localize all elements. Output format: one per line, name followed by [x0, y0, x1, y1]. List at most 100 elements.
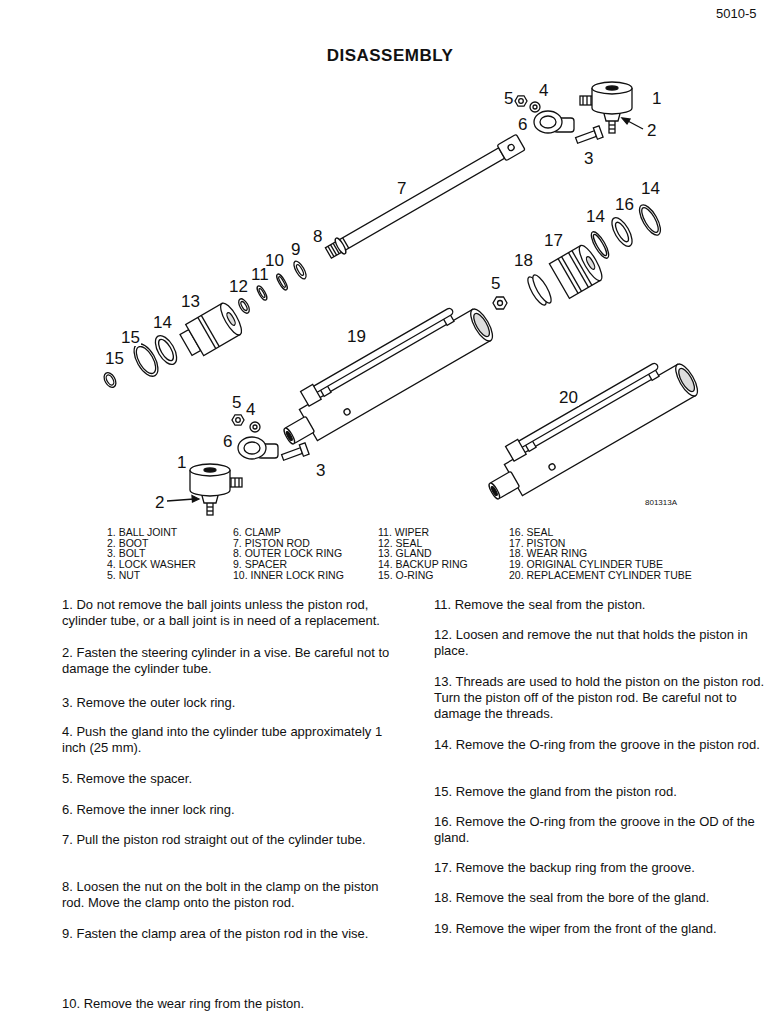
cylinder-tube: [517, 362, 659, 448]
ball-joint: [592, 82, 632, 94]
instruction-step: 10. Remove the wear ring from the piston…: [62, 996, 400, 1012]
piston: [585, 256, 596, 271]
spacer: [292, 259, 309, 280]
lock-washer: [250, 422, 260, 432]
callout-number: 9: [290, 241, 301, 258]
nut: [515, 96, 527, 106]
callout-number: 1: [176, 454, 187, 471]
ball-joint: [609, 124, 615, 125]
instruction-step: 7. Pull the piston rod straight out of t…: [62, 832, 400, 848]
instruction-step: 1. Do not remove the ball joints unless …: [62, 597, 400, 629]
nut: [519, 99, 524, 104]
parts-list-entry: 5. NUT: [107, 570, 140, 581]
gland: [201, 315, 219, 346]
ball-joint: [586, 96, 587, 105]
parts-list-entry: 11. WIPER: [378, 527, 429, 538]
callout-number: 18: [513, 252, 534, 269]
leader-arrow: [192, 496, 199, 503]
o-ring: [132, 344, 159, 377]
cylinder-tube: [282, 427, 296, 446]
clamp: [244, 442, 260, 454]
instruction-step: 14. Remove the O-ring from the groove in…: [434, 737, 772, 753]
instruction-step: 16. Remove the O-ring from the groove in…: [434, 814, 772, 846]
callout-number: 14: [585, 208, 606, 225]
parts-list-entry: 2. BOOT: [107, 538, 148, 549]
ball-joint: [204, 468, 216, 472]
backup-ring: [639, 205, 662, 234]
lock-washer: [253, 425, 257, 429]
bolt: [575, 126, 604, 146]
ball-joint: [207, 510, 213, 511]
callout-number: 13: [180, 293, 201, 310]
exploded-view: [102, 82, 702, 515]
piston-rod: [324, 134, 525, 261]
callout-number: 6: [517, 116, 528, 133]
lock-ring: [278, 276, 287, 288]
page-title: DISASSEMBLY: [0, 46, 780, 66]
cylinder-tube: [467, 306, 497, 344]
piston-rod: [325, 148, 504, 258]
clamp: [534, 111, 562, 133]
gland: [198, 317, 216, 348]
backup-ring: [591, 233, 608, 257]
cylinder-tube: [270, 293, 496, 453]
piston-rod: [333, 237, 347, 256]
backup-ring: [635, 202, 664, 238]
callout-number: 16: [614, 196, 635, 213]
seal: [608, 215, 636, 250]
cylinder-tube: [676, 366, 698, 394]
callout-number: 14: [152, 314, 173, 331]
ball-joint: [606, 86, 618, 90]
callout-number: 4: [245, 401, 256, 418]
instruction-step: 17. Remove the backup ring from the groo…: [434, 860, 772, 876]
nut: [515, 96, 527, 106]
piston-rod: [507, 143, 515, 151]
o-ring: [102, 371, 119, 390]
ball-joint: [207, 502, 213, 515]
callout-number: 2: [646, 122, 657, 139]
ball-joint: [234, 478, 235, 487]
backup-ring: [588, 230, 612, 261]
parts-list-entry: 9. SPACER: [233, 559, 287, 570]
instruction-step: 3. Remove the outer lock ring.: [62, 695, 400, 711]
seal: [613, 220, 631, 243]
cylinder-tube: [471, 311, 493, 339]
instruction-step: 19. Remove the wiper from the front of t…: [434, 921, 772, 937]
wiper: [255, 285, 268, 302]
wear-ring: [525, 273, 555, 308]
cylinder-tube: [475, 348, 701, 508]
parts-list-entry: 15. O-RING: [378, 570, 433, 581]
instruction-step: 8. Loosen the nut on the bolt in the cla…: [62, 879, 400, 911]
callout-number: 4: [538, 82, 549, 99]
nut: [236, 418, 241, 423]
backup-ring: [588, 230, 612, 261]
cylinder-tube: [490, 486, 498, 496]
seal: [608, 215, 636, 250]
callout-number: 6: [222, 433, 233, 450]
instruction-step: 6. Remove the inner lock ring.: [62, 802, 400, 818]
instruction-step: 4. Push the gland into the cylinder tube…: [62, 724, 400, 756]
parts-list-entry: 8. OUTER LOCK RING: [233, 548, 342, 559]
lock-ring: [275, 273, 289, 292]
parts-list-entry: 7. PISTON ROD: [233, 538, 310, 549]
cylinder-tube: [506, 439, 527, 461]
ball-joint: [609, 128, 615, 129]
instruction-step: 11. Remove the seal from the piston.: [434, 597, 772, 613]
leader-arrow: [167, 499, 194, 501]
lock-washer: [530, 102, 540, 112]
backup-ring: [635, 202, 664, 238]
ball-joint: [238, 478, 239, 487]
cylinder-tube: [343, 408, 351, 416]
leader-arrow: [622, 118, 643, 129]
nut: [493, 297, 507, 309]
instruction-step: 18. Remove the seal from the bore of the…: [434, 890, 772, 906]
leader-arrow: [622, 118, 630, 124]
seal: [237, 297, 252, 315]
bolt: [593, 126, 603, 139]
clamp: [238, 437, 266, 459]
clamp: [540, 116, 556, 128]
gland: [225, 312, 236, 327]
callout-number: 8: [312, 228, 323, 245]
bolt: [281, 443, 310, 463]
